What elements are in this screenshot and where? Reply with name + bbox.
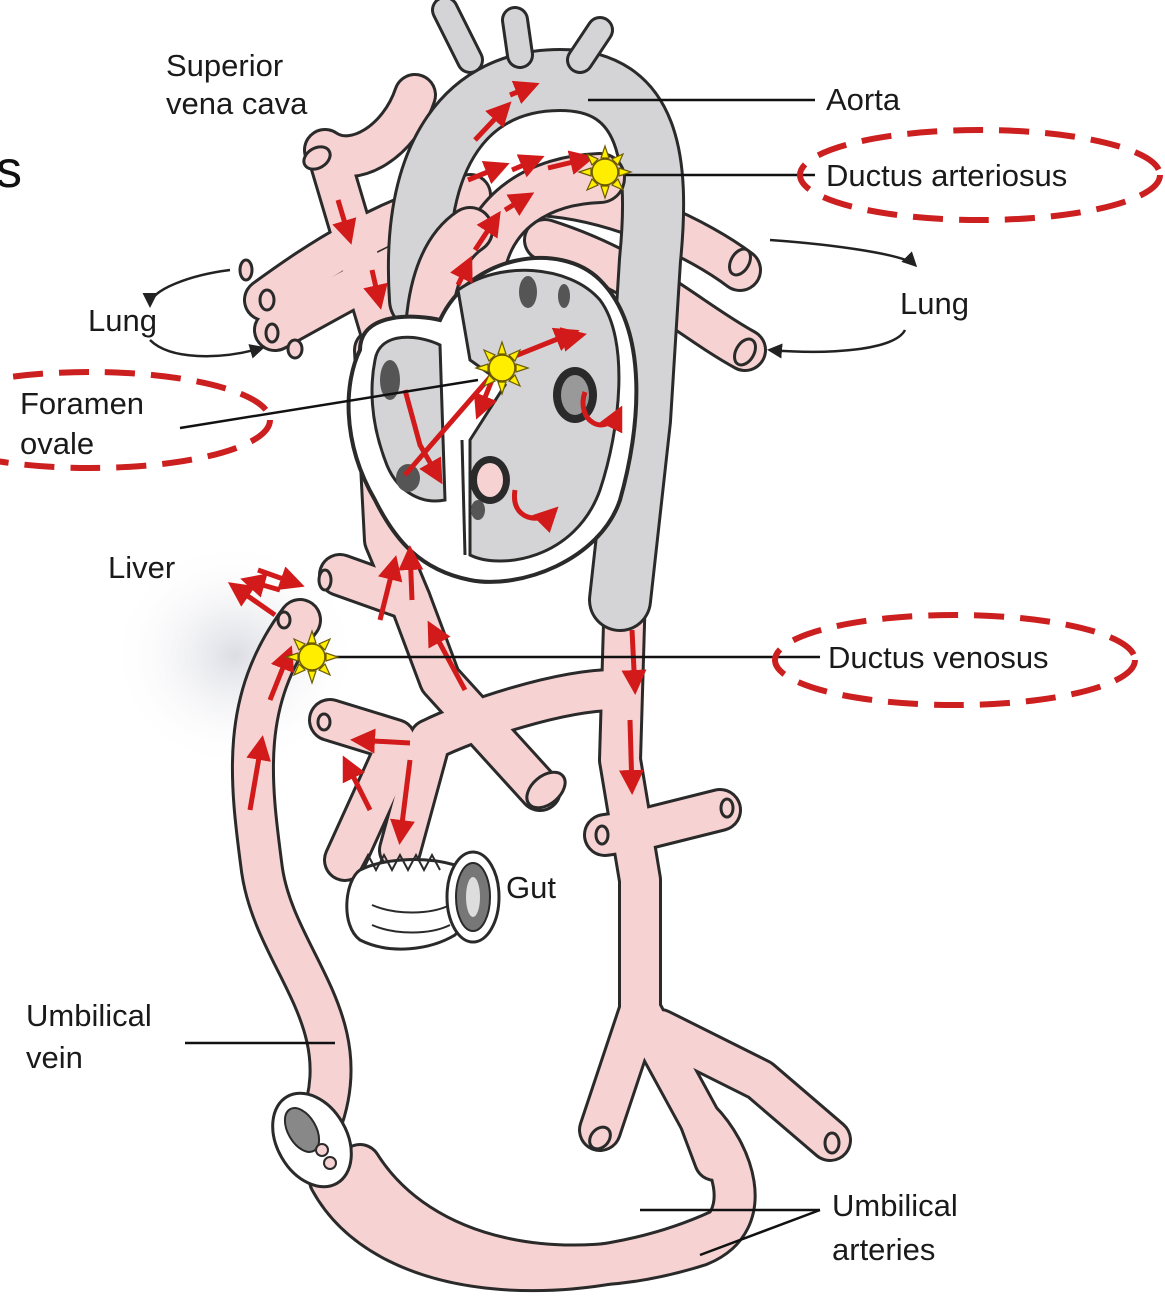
label-umbilical-vein-line2: vein [26, 1040, 83, 1076]
sun-marker-ductus-venosus [286, 631, 338, 683]
label-gut: Gut [506, 870, 556, 906]
label-foramen-ovale-line2: ovale [20, 426, 94, 462]
sun-marker-foramen-ovale [476, 342, 528, 394]
label-liver: Liver [108, 550, 175, 586]
gut [347, 852, 499, 949]
label-superior-vena-cava-line1: Superior [166, 48, 283, 84]
label-umbilical-vein-line1: Umbilical [26, 998, 152, 1034]
sun-marker-ductus-arteriosus [579, 146, 631, 198]
label-superior-vena-cava-line2: vena cava [166, 86, 307, 122]
label-lung-left: Lung [88, 303, 157, 339]
label-umbilical-arteries-line1: Umbilical [832, 1188, 958, 1224]
label-foramen-ovale-line1: Foramen [20, 386, 144, 422]
label-ductus-venosus: Ductus venosus [828, 640, 1049, 676]
label-aorta: Aorta [826, 82, 900, 118]
label-lung-right: Lung [900, 286, 969, 322]
label-umbilical-arteries-line2: arteries [832, 1232, 935, 1268]
label-ductus-arteriosus: Ductus arteriosus [826, 158, 1067, 194]
